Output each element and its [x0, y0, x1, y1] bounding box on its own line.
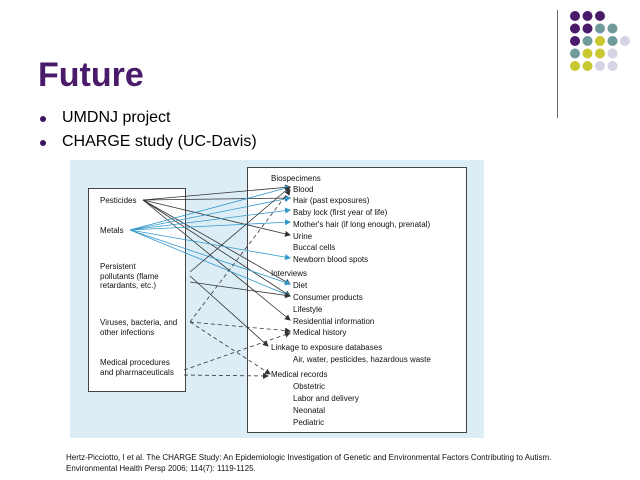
arrow-pesticides-residential [142, 199, 291, 321]
citation-line2: Environmental Health Persp 2006; 114(7):… [66, 464, 256, 473]
exposure-persistent-pollutants-line1: Persistent [100, 262, 136, 271]
medical-records-header: Medical records [271, 370, 328, 379]
biospecimen-item: Blood [293, 185, 314, 194]
decorative-dot [595, 36, 605, 46]
arrow-metals-consumer [129, 229, 291, 297]
decorative-dot [607, 48, 618, 59]
interview-item: Medical history [293, 328, 347, 337]
arrow-pesticides-hair [142, 195, 291, 202]
arrow-persistent-consumer [189, 281, 291, 299]
arrow-infections-medicalrecords [189, 321, 271, 375]
medical-record-item: Obstetric [293, 382, 326, 391]
arrow-metals-mothershair [129, 219, 291, 231]
decorative-dot [570, 36, 580, 46]
medical-record-item: Neonatal [293, 406, 326, 415]
citation-line1: Hertz-Picciotto, I et al. The CHARGE Stu… [66, 453, 552, 462]
arrow-metals-hair [129, 196, 291, 231]
decorative-dot [607, 23, 618, 34]
arrow-medical-medicalhistory [183, 331, 291, 371]
interview-item: Diet [293, 281, 308, 290]
decorative-dot [570, 48, 580, 59]
bullet-dot-icon [40, 116, 46, 122]
decorative-dot [570, 23, 580, 34]
decorative-dot [607, 61, 618, 71]
decorative-dot [595, 48, 605, 59]
biospecimens-header: Biospecimens [271, 174, 321, 183]
decorative-dot [595, 23, 605, 34]
arrow-medical-medicalrecords [183, 372, 269, 379]
decorative-dot [582, 61, 593, 71]
interview-item: Consumer products [293, 293, 363, 302]
arrow-pesticides-blood [142, 184, 291, 201]
arrow-pesticides-consumer [142, 199, 291, 297]
linkage-header: Linkage to exposure databases [271, 343, 383, 352]
decorative-divider [557, 10, 558, 118]
arrow-persistent-linkage [189, 275, 269, 347]
slide-title: Future [38, 56, 144, 94]
interview-item: Lifestyle [293, 305, 323, 314]
arrow-metals-newborn [129, 229, 291, 261]
linkage-item: Air, water, pesticides, hazardous waste [293, 355, 431, 364]
arrow-pesticides-diet [142, 199, 291, 285]
decorative-dot [570, 11, 580, 21]
medical-record-item: Labor and delivery [293, 394, 359, 403]
exposure-infections-line1: Viruses, bacteria, and [100, 318, 178, 327]
biospecimen-item: Buccal cells [293, 243, 336, 252]
biospecimen-item: Hair (past exposures) [293, 196, 370, 205]
decorative-dot [582, 36, 593, 46]
arrow-persistent-blood [189, 186, 291, 273]
exposure-metals: Metals [100, 226, 124, 235]
decorative-dot [595, 11, 605, 21]
interviews-header: Interviews [271, 269, 308, 278]
biospecimen-item: Mother's hair (if long enough, prenatal) [293, 220, 431, 229]
interview-item: Residential information [293, 317, 375, 326]
decorative-dot [582, 48, 593, 59]
exposure-medical-line1: Medical procedures [100, 358, 170, 367]
bullet-text: CHARGE study (UC-Davis) [62, 133, 257, 150]
exposure-persistent-pollutants-line3: retardants, etc.) [100, 281, 157, 290]
decorative-dot [595, 61, 605, 71]
arrow-pesticides-urine [142, 199, 291, 237]
decorative-dot [570, 61, 580, 71]
exposure-persistent-pollutants-line2: pollutants (flame [100, 271, 159, 281]
biospecimen-item: Baby lock (first year of life) [293, 208, 388, 217]
arrow-infections-medicalhistory [189, 321, 291, 334]
arrow-metals-babylock [129, 207, 291, 231]
arrow-metals-blood [129, 185, 291, 231]
data-sources-box [247, 167, 467, 433]
exposure-infections-line2: other infections [100, 327, 155, 337]
citation: Hertz-Picciotto, I et al. The CHARGE Stu… [66, 452, 626, 474]
bullet-list: UMDNJ project CHARGE study (UC-Davis) [38, 106, 257, 154]
decorative-dot [582, 11, 593, 21]
biospecimen-item: Newborn blood spots [293, 255, 369, 264]
bullet-dot-icon [40, 140, 46, 146]
decorative-dot [607, 36, 618, 46]
decorative-dot [620, 36, 630, 46]
decorative-dot [582, 23, 593, 34]
biospecimen-item: Urine [293, 232, 313, 241]
exposure-pesticides: Pesticides [100, 196, 137, 205]
medical-record-item: Pediatric [293, 418, 325, 427]
bullet-item: UMDNJ project [38, 106, 257, 130]
decorative-dot-grid [570, 11, 630, 71]
bullet-item: CHARGE study (UC-Davis) [38, 130, 257, 154]
exposure-medical-line2: and pharmaceuticals [100, 367, 174, 377]
bullet-text: UMDNJ project [62, 109, 171, 126]
arrow-metals-diet [129, 229, 291, 286]
